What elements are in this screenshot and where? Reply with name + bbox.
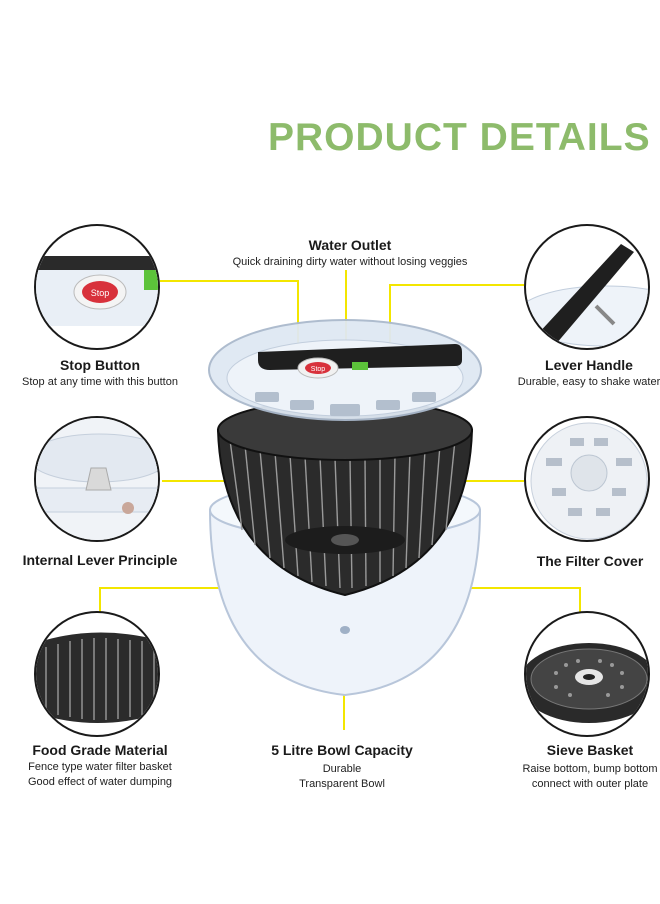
- stop-button-desc: Stop at any time with this button: [22, 376, 178, 388]
- stop-button-circle: Stop: [34, 224, 160, 350]
- lever-handle-circle: [524, 224, 650, 350]
- page-title: PRODUCT DETAILS: [268, 116, 651, 159]
- sieve-basket-desc-1: Raise bottom, bump bottom: [522, 763, 658, 775]
- lever-handle-title: Lever Handle: [545, 357, 633, 373]
- stop-badge: Stop: [91, 288, 110, 298]
- food-grade-title: Food Grade Material: [32, 742, 168, 758]
- salad-spinner-illustration: Stop: [208, 319, 482, 697]
- sieve-basket-title: Sieve Basket: [546, 742, 634, 758]
- food-grade-desc-2: Good effect of water dumping: [27, 776, 173, 788]
- food-grade-circle: [34, 611, 160, 737]
- lever-handle-desc: Durable, easy to shake water: [517, 376, 660, 388]
- bowl-capacity-desc-2: Transparent Bowl: [299, 778, 385, 790]
- water-outlet-title: Water Outlet: [308, 237, 392, 253]
- bowl-capacity-desc-1: Durable: [322, 763, 362, 775]
- filter-cover-circle: [524, 416, 650, 542]
- water-outlet-desc: Quick draining dirty water without losin…: [232, 256, 468, 268]
- sieve-basket-desc-2: connect with outer plate: [531, 778, 649, 790]
- food-grade-desc-1: Fence type water filter basket: [28, 761, 172, 773]
- filter-cover-title: The Filter Cover: [536, 553, 644, 569]
- lid-stop-badge: Stop: [311, 366, 326, 373]
- internal-lever-title: Internal Lever Principle: [22, 552, 178, 568]
- internal-lever-circle: [34, 416, 160, 542]
- stop-button-title: Stop Button: [59, 357, 141, 373]
- bowl-capacity-title: 5 Litre Bowl Capacity: [271, 742, 413, 758]
- sieve-basket-circle: [524, 611, 650, 737]
